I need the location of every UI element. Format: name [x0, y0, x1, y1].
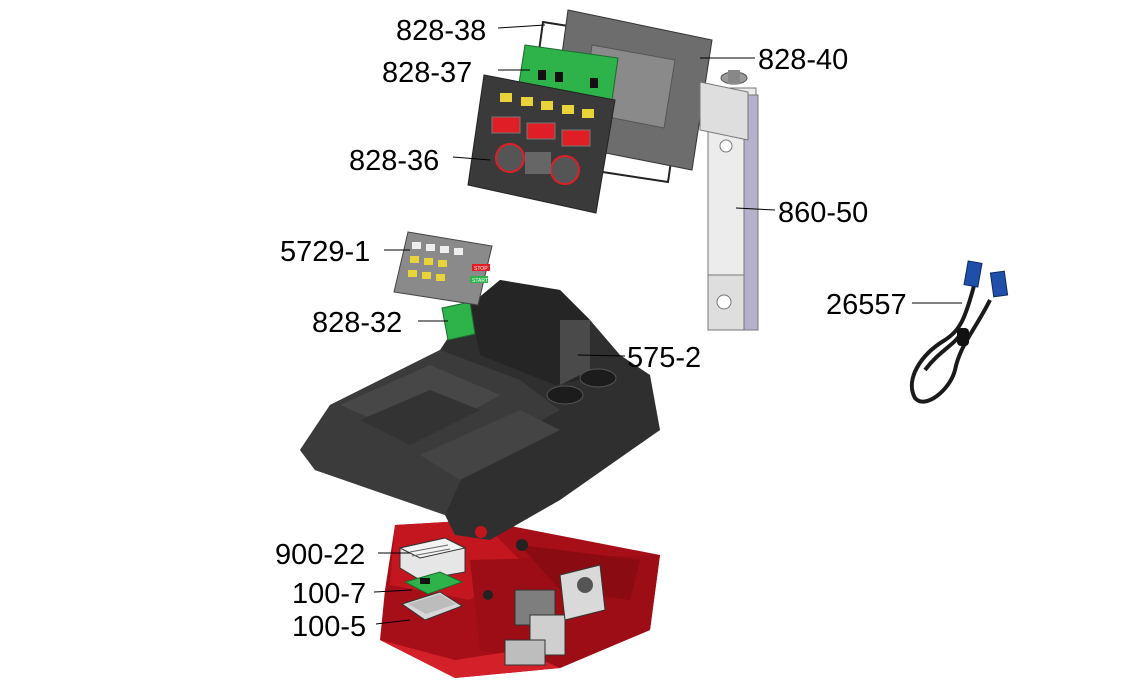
board-100-7 — [403, 571, 464, 595]
label-900-22: 900-22 — [275, 539, 365, 571]
label-575-2: 575-2 — [627, 342, 701, 374]
label-828-38: 828-38 — [396, 15, 486, 47]
column-860-50 — [699, 70, 759, 331]
board-828-32 — [441, 301, 476, 341]
label-100-5: 100-5 — [292, 611, 366, 643]
label-5729-1: 5729-1 — [280, 236, 370, 268]
keypad-5729-1: STOP START — [393, 231, 493, 306]
label-828-32: 828-32 — [312, 307, 402, 339]
panel-828-36 — [467, 74, 616, 214]
leader-lines — [373, 24, 962, 625]
keypad-start-text: START — [472, 278, 488, 284]
module-900-22 — [398, 537, 467, 581]
label-828-37: 828-37 — [382, 57, 472, 89]
label-828-36: 828-36 — [349, 145, 439, 177]
label-100-7: 100-7 — [292, 578, 366, 610]
board-100-5 — [400, 591, 464, 621]
console-tray — [300, 280, 660, 540]
keypad-stop-text: STOP — [474, 266, 488, 272]
label-26557: 26557 — [826, 289, 907, 321]
label-828-40: 828-40 — [758, 44, 848, 76]
vga-cable-26557 — [909, 260, 1009, 404]
label-860-50: 860-50 — [778, 197, 868, 229]
